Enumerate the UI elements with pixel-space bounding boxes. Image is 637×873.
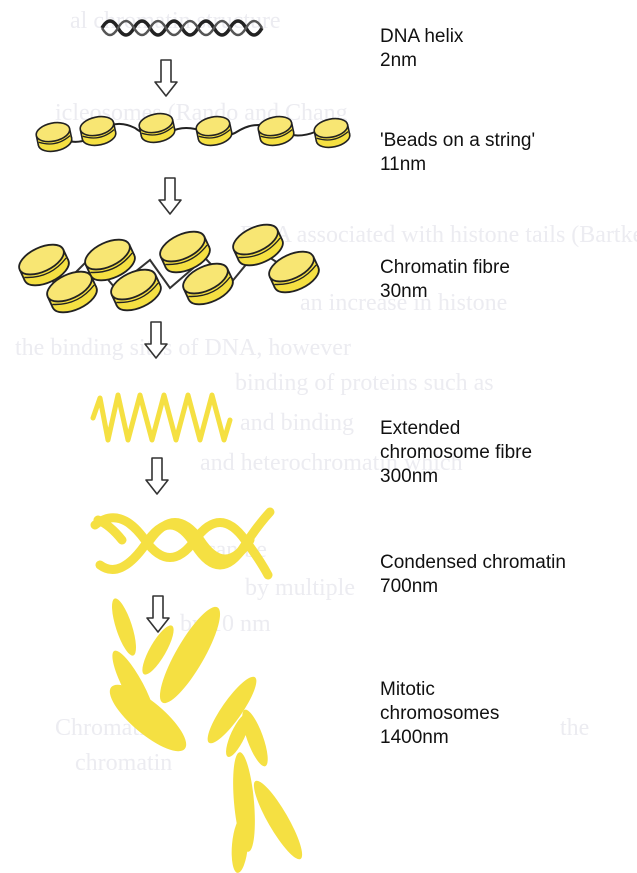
chromosome-icon (101, 596, 309, 873)
down-arrow-icon (145, 322, 167, 358)
stage-size: 30nm (380, 280, 510, 304)
stage-size: 1400nm (380, 726, 499, 750)
down-arrow-icon (146, 458, 168, 494)
down-arrow-icon (155, 60, 177, 96)
stage-name-line2: chromosome fibre (380, 441, 532, 465)
nucleosome-icon (15, 219, 324, 319)
stage-label: Chromatin fibre 30nm (380, 256, 510, 304)
stage-label: Condensed chromatin 700nm (380, 551, 566, 599)
stage-size: 11nm (380, 153, 535, 177)
coil-icon (95, 512, 270, 575)
stage-name: DNA helix (380, 25, 463, 49)
stage-name: Mitotic (380, 678, 499, 702)
stage-label: Extended chromosome fibre 300nm (380, 417, 532, 489)
stage-label: 'Beads on a string' 11nm (380, 129, 535, 177)
stage-name-line2: chromosomes (380, 702, 499, 726)
stage-label: Mitotic chromosomes 1400nm (380, 678, 499, 750)
stage-name: 'Beads on a string' (380, 129, 535, 153)
stage-name: Extended (380, 417, 532, 441)
down-arrow-icon (147, 596, 169, 632)
stage-size: 300nm (380, 465, 532, 489)
down-arrow-icon (159, 178, 181, 214)
stage-name: Condensed chromatin (380, 551, 566, 575)
stage-size: 2nm (380, 49, 463, 73)
stage-size: 700nm (380, 575, 566, 599)
nucleosome-icon (34, 111, 351, 154)
stage-label: DNA helix 2nm (380, 25, 463, 73)
dna-helix-icon (102, 21, 262, 35)
stage-name: Chromatin fibre (380, 256, 510, 280)
zigzag-icon (93, 395, 230, 440)
